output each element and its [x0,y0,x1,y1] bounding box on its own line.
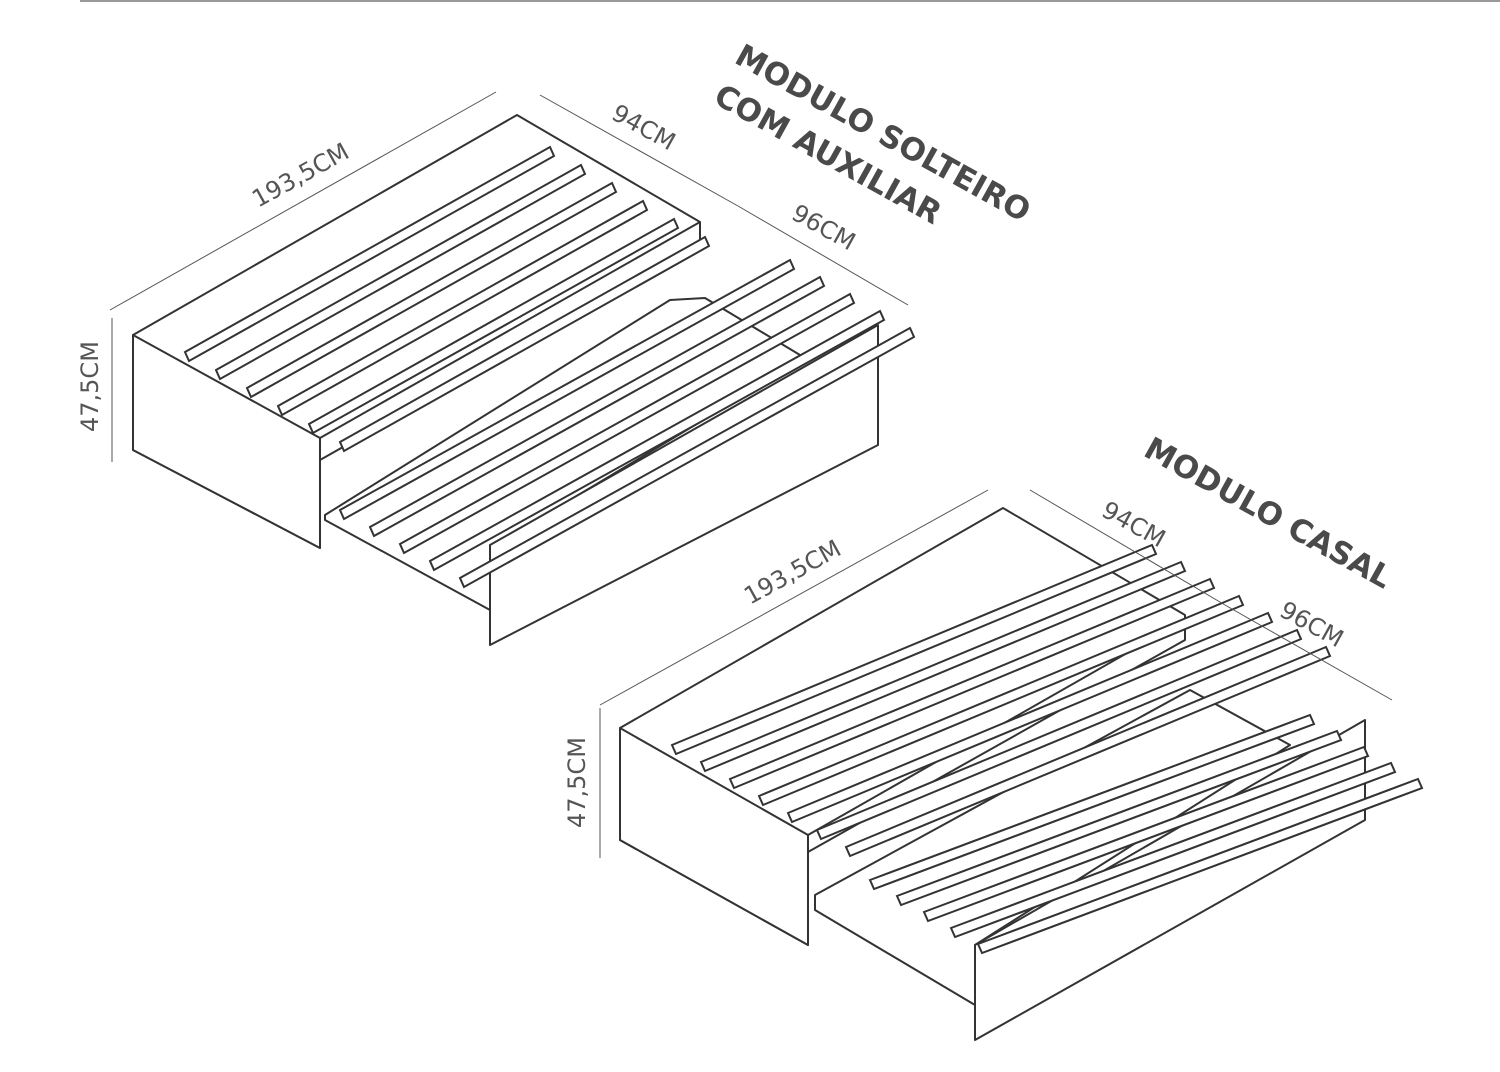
slat [458,326,916,589]
slat [183,145,556,363]
slat [949,761,1397,939]
double-bed-drawing [619,507,1424,1041]
single-height-label: 47,5CM [76,341,104,432]
slat [428,309,886,572]
left-side-panel [619,727,809,946]
single-width-main-label: 94CM [607,99,680,156]
slat [670,543,1158,756]
double-dimension-lines [599,489,1393,858]
slat [976,777,1424,955]
single-dimension-lines [109,91,909,462]
slat [276,199,649,417]
slat [338,235,711,453]
double-height-label: 47,5CM [563,737,591,828]
slat [214,163,587,381]
trundle-slats [338,258,916,589]
slat [338,258,796,521]
slat [868,713,1316,891]
single-width-extended-label: 96CM [787,199,860,256]
slat [307,217,680,435]
slat [844,645,1332,858]
slat [699,560,1187,773]
slat [815,628,1303,841]
slat [368,275,826,538]
left-side-panel [132,334,321,549]
double-width-main-label: 94CM [1097,496,1170,553]
slat [728,577,1216,790]
slat [245,181,618,399]
single-slats [183,145,711,453]
double-slats [670,543,1332,858]
single-bed-with-trundle-drawing [132,114,916,646]
slat [895,729,1343,907]
slat [757,594,1245,807]
pullout-slats [868,713,1424,955]
front-rail [319,221,701,439]
slat [398,292,856,555]
slat [786,611,1274,824]
slat [922,745,1370,923]
